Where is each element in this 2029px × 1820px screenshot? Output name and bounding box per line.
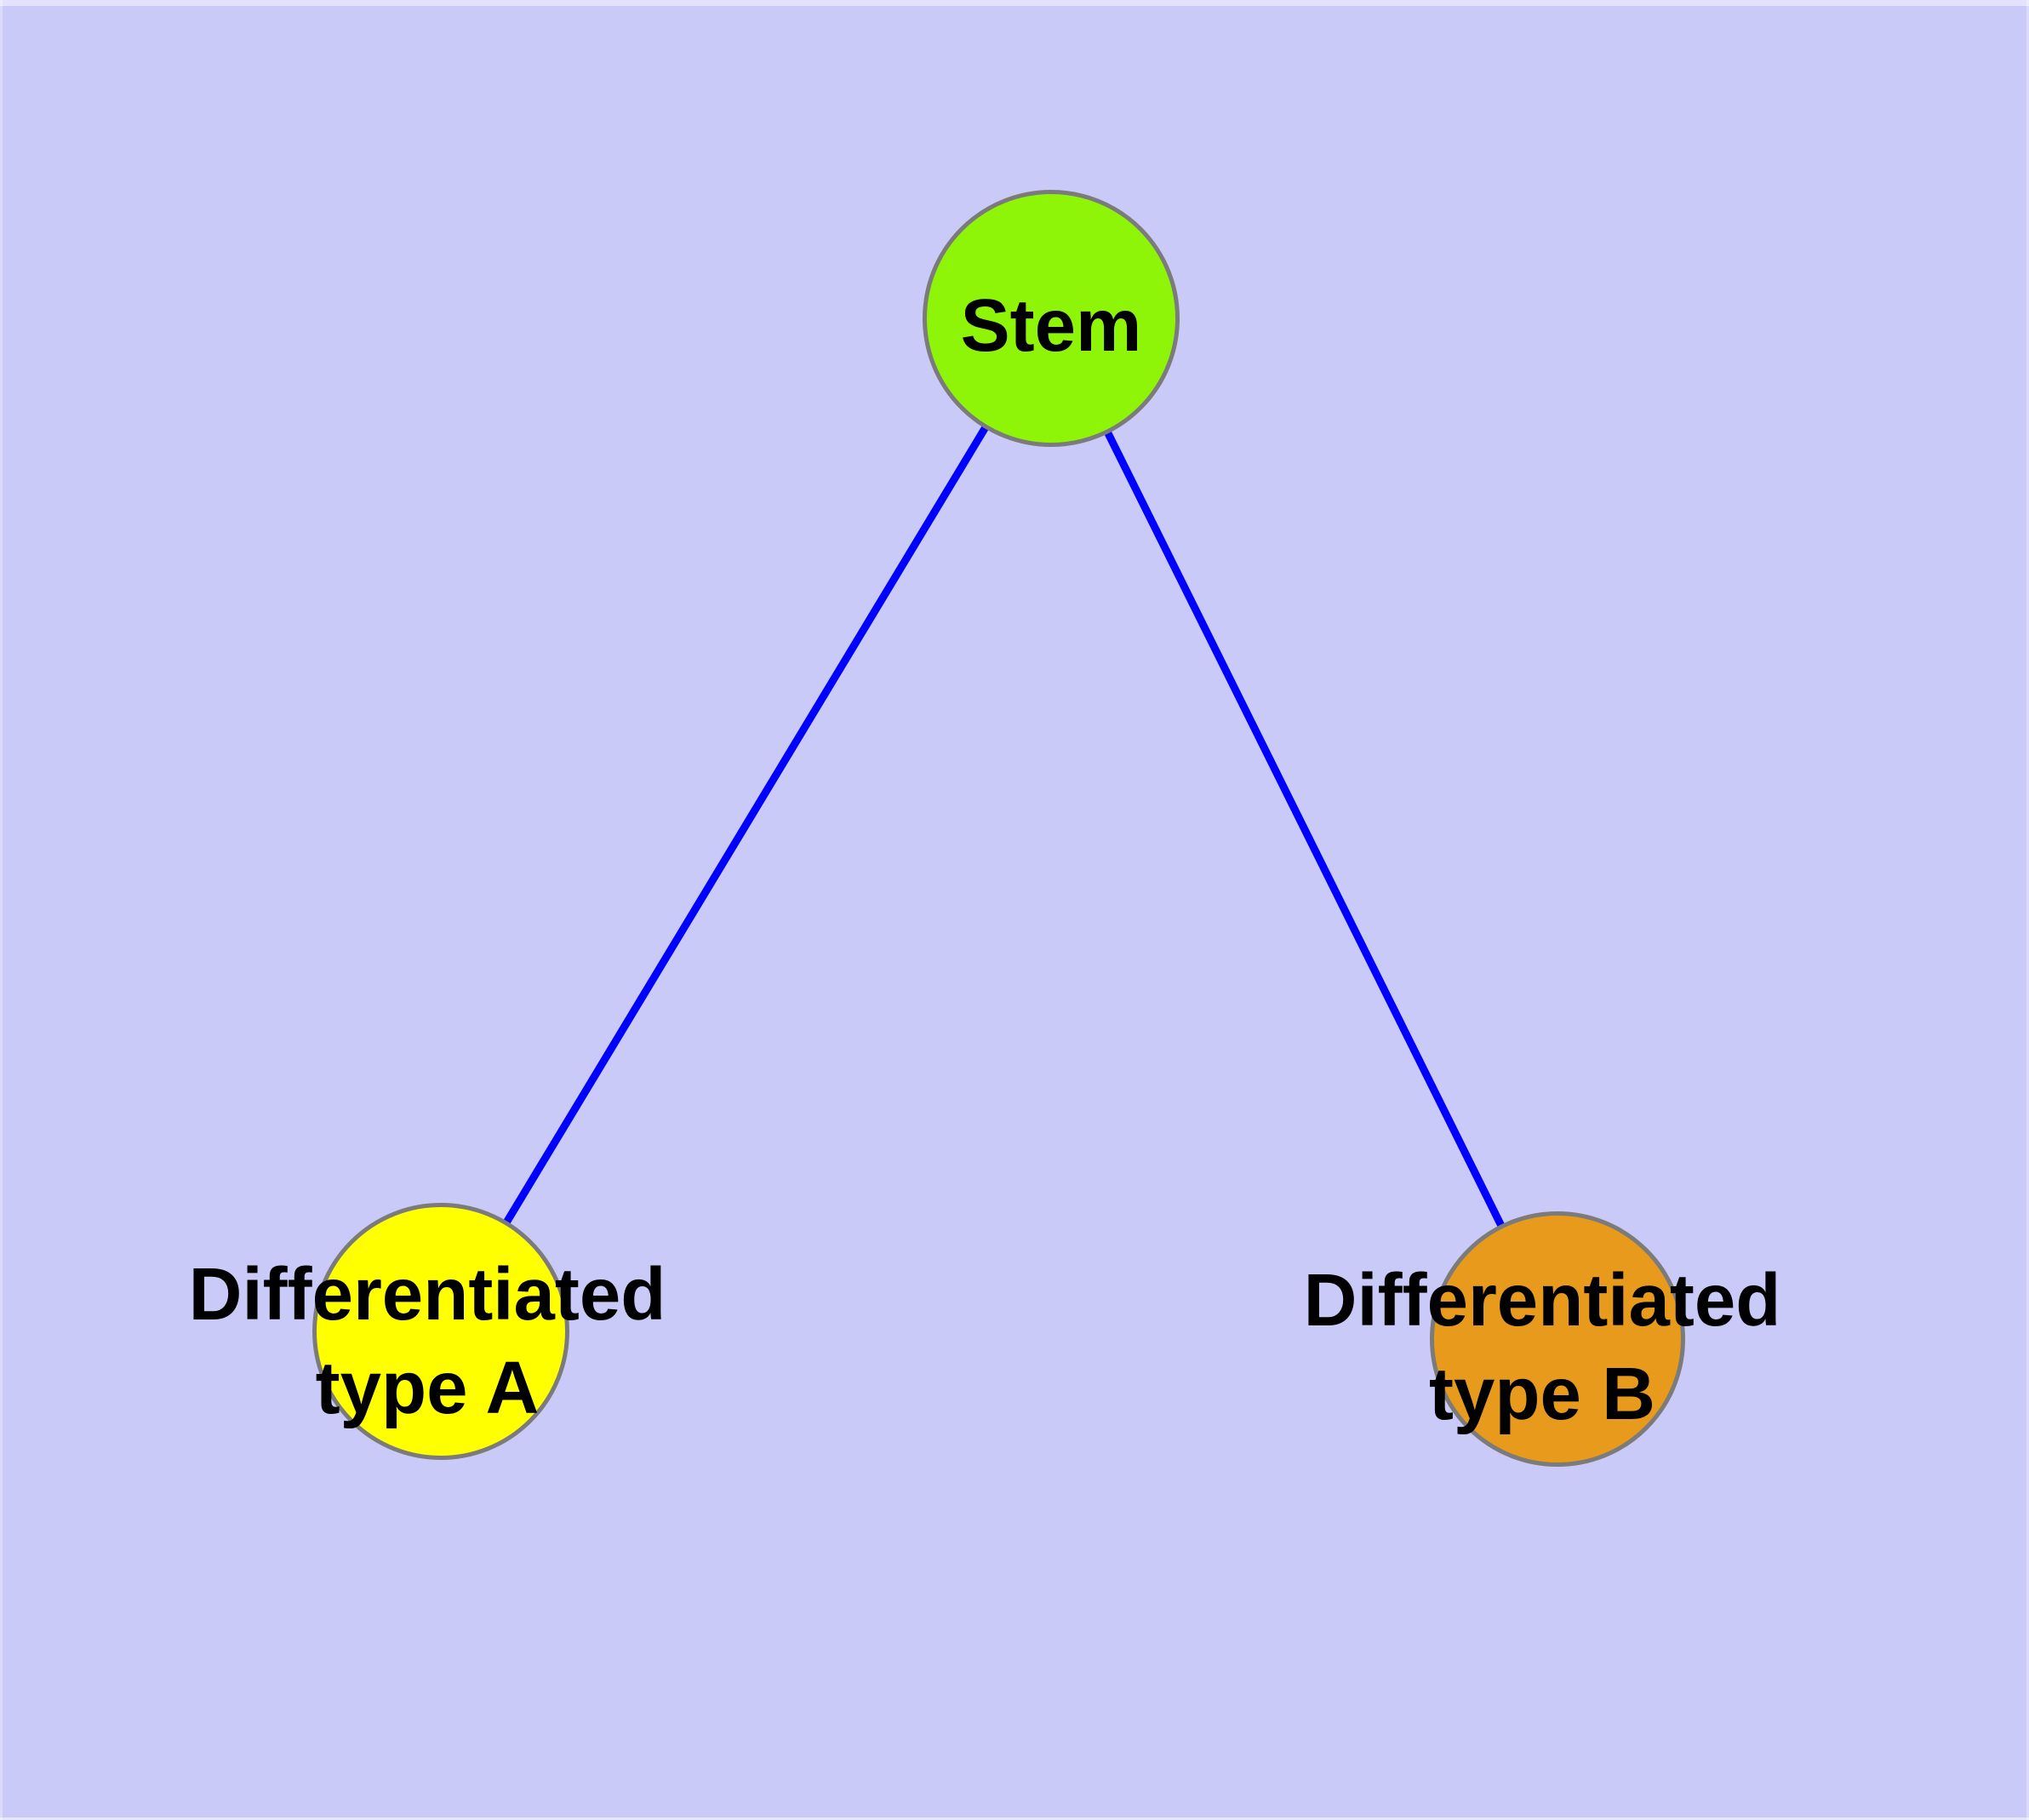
node-typeB-label-line: Differentiated — [1303, 1259, 1781, 1342]
node-typeA-label-line: type A — [315, 1347, 540, 1429]
edge-stem-typeA — [437, 316, 1055, 1334]
node-stem-label: Stem — [961, 279, 1142, 373]
node-typeB-circle — [1430, 1211, 1685, 1467]
node-typeB-label: Differentiated type B — [1304, 1254, 1781, 1441]
node-stem-circle — [923, 190, 1180, 447]
node-typeA-label: Differentiated type A — [189, 1248, 666, 1435]
edge-stem-typeB — [1047, 316, 1562, 1342]
node-stem-label-line: Stem — [960, 284, 1142, 367]
node-typeB-label-line: type B — [1429, 1353, 1655, 1435]
node-typeA-circle — [312, 1203, 569, 1460]
node-typeA-label-line: Differentiated — [188, 1253, 666, 1336]
